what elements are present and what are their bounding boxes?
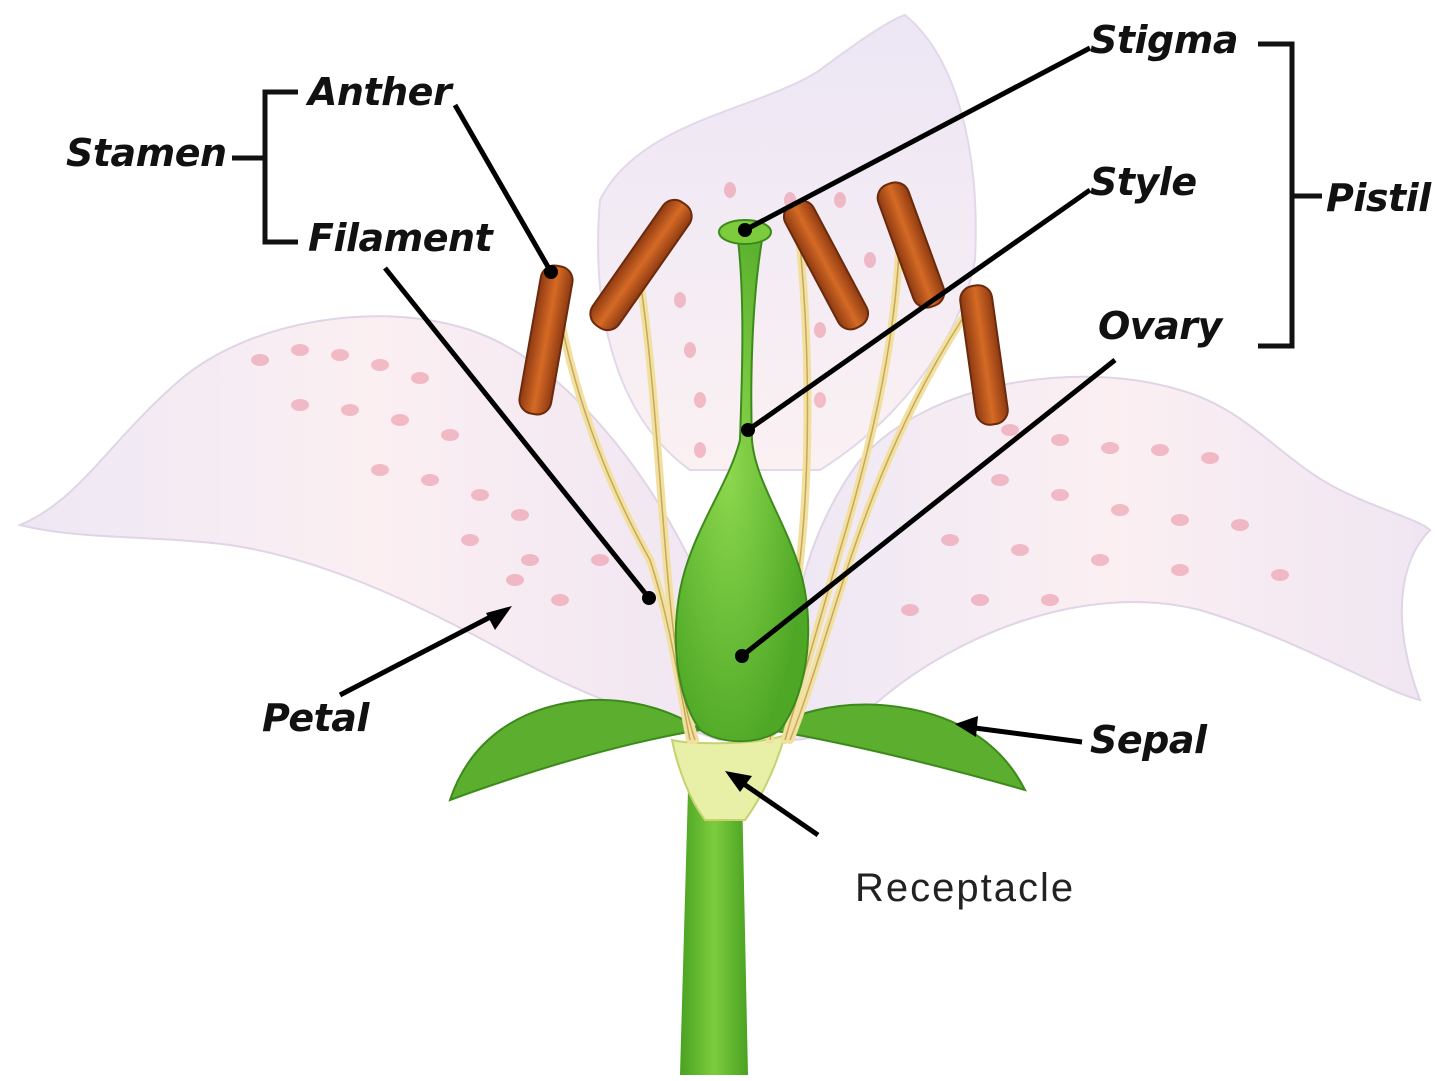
stamen-label: Stamen bbox=[66, 131, 227, 175]
stamen-bracket bbox=[232, 92, 298, 242]
petal-label: Petal bbox=[262, 696, 369, 740]
stem bbox=[680, 790, 748, 1075]
pistil-label: Pistil bbox=[1326, 176, 1431, 220]
ovary-label: Ovary bbox=[1098, 304, 1222, 348]
anther-label: Anther bbox=[308, 70, 451, 114]
right-petal bbox=[788, 377, 1430, 740]
sepal-label: Sepal bbox=[1090, 718, 1207, 762]
receptacle-label: Receptacle bbox=[855, 866, 1075, 911]
filament-label: Filament bbox=[308, 216, 492, 260]
style-label: Style bbox=[1090, 160, 1197, 204]
left-sepal bbox=[450, 700, 700, 800]
right-sepal bbox=[770, 705, 1025, 790]
pistil-bracket bbox=[1258, 44, 1322, 346]
stigma-label: Stigma bbox=[1090, 18, 1238, 62]
